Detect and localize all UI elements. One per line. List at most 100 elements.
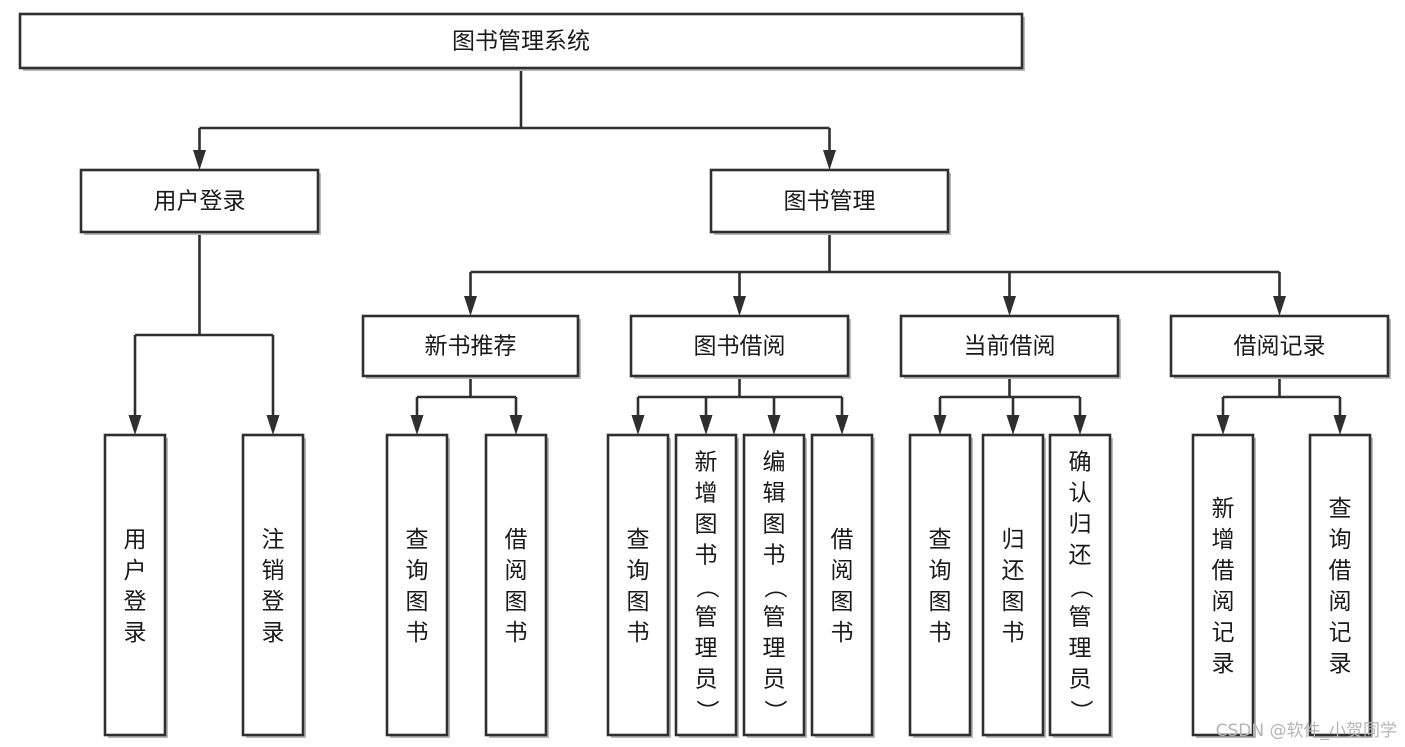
node-box[interactable] bbox=[674, 433, 738, 737]
node-label-char: 理 bbox=[763, 636, 786, 662]
node-label-char: 增 bbox=[1212, 527, 1235, 553]
node-box[interactable] bbox=[899, 314, 1120, 378]
node-label-char: 阅 bbox=[505, 558, 528, 584]
node-label-char: 编 bbox=[763, 450, 786, 476]
node-label-char: 书 bbox=[406, 620, 429, 646]
node-box[interactable] bbox=[1308, 433, 1372, 737]
node-label-char: 归 bbox=[1069, 512, 1092, 538]
node-book-borrow[interactable]: 图书借阅 bbox=[629, 314, 851, 379]
edge-arrowhead bbox=[733, 296, 746, 316]
node-label-char: 书 bbox=[695, 543, 718, 569]
edge-arrowhead bbox=[835, 415, 849, 435]
node-box[interactable] bbox=[1191, 433, 1255, 737]
edge-arrowhead bbox=[193, 150, 206, 170]
node-root[interactable]: 图书管理系统 bbox=[18, 12, 1025, 71]
node-label-char: 图 bbox=[627, 589, 650, 615]
node-box[interactable] bbox=[981, 433, 1045, 737]
node-label-char: 阅 bbox=[1212, 589, 1235, 615]
node-label-char: 图 bbox=[831, 589, 854, 615]
node-label-char: 增 bbox=[695, 481, 718, 507]
node-book-manage[interactable]: 图书管理 bbox=[709, 168, 951, 235]
node-box[interactable] bbox=[241, 433, 305, 737]
node-current-borrow[interactable]: 当前借阅 bbox=[899, 314, 1121, 379]
node-label-char: 查 bbox=[1329, 496, 1352, 522]
edge-arrowhead bbox=[933, 415, 947, 435]
node-label-char: 登 bbox=[262, 589, 285, 615]
node-label-char: 借 bbox=[505, 527, 528, 553]
edge-arrowhead bbox=[1216, 415, 1230, 435]
node-leaf-user-login[interactable]: 用户登录 bbox=[103, 433, 168, 738]
node-borrow-record[interactable]: 借阅记录 bbox=[1169, 314, 1391, 379]
node-box[interactable] bbox=[1048, 433, 1112, 737]
node-label-char: 管 bbox=[1069, 605, 1092, 631]
node-label-char: 管 bbox=[695, 605, 718, 631]
node-label-char: 认 bbox=[1069, 481, 1092, 507]
edge-arrowhead bbox=[1073, 415, 1087, 435]
node-label-char: 借 bbox=[831, 527, 854, 553]
node-label-char: 阅 bbox=[831, 558, 854, 584]
node-user-login[interactable]: 用户登录 bbox=[79, 168, 321, 235]
node-label: 图书借阅 bbox=[694, 334, 786, 360]
node-label: 当前借阅 bbox=[964, 334, 1056, 360]
node-label-char: 借 bbox=[1329, 558, 1352, 584]
node-box[interactable] bbox=[484, 433, 548, 737]
node-label: 用户登录 bbox=[154, 189, 246, 215]
node-label-char: 询 bbox=[406, 558, 429, 584]
node-label-char: 理 bbox=[695, 636, 718, 662]
node-label-char: 书 bbox=[831, 620, 854, 646]
node-label-char: 理 bbox=[1069, 636, 1092, 662]
node-box[interactable] bbox=[385, 433, 449, 737]
node-label-char: 查 bbox=[929, 527, 952, 553]
node-box[interactable] bbox=[79, 168, 320, 234]
node-box[interactable] bbox=[18, 12, 1024, 70]
node-box[interactable] bbox=[1169, 314, 1390, 378]
node-label-char: 图 bbox=[1002, 589, 1025, 615]
node-label-char: 录 bbox=[1212, 651, 1235, 677]
node-box[interactable] bbox=[709, 168, 950, 234]
node-label-char: 新 bbox=[695, 450, 718, 476]
node-box[interactable] bbox=[810, 433, 874, 737]
node-label-char: 员 bbox=[763, 667, 786, 693]
node-label-char: 员 bbox=[695, 667, 718, 693]
node-box[interactable] bbox=[629, 314, 850, 378]
edge-arrowhead bbox=[509, 415, 523, 435]
node-box[interactable] bbox=[103, 433, 167, 737]
edge-arrowhead bbox=[823, 150, 836, 170]
edge-arrowhead bbox=[464, 296, 477, 316]
node-label-char: ） bbox=[762, 700, 788, 723]
node-label-char: 录 bbox=[1329, 651, 1352, 677]
node-label-char: 书 bbox=[505, 620, 528, 646]
edge-arrowhead bbox=[410, 415, 424, 435]
node-box[interactable] bbox=[908, 433, 972, 737]
edge-arrowhead bbox=[767, 415, 781, 435]
node-box[interactable] bbox=[606, 433, 670, 737]
edge-arrowhead bbox=[699, 415, 713, 435]
node-box[interactable] bbox=[742, 433, 806, 737]
node-label-char: 录 bbox=[124, 620, 147, 646]
node-label-char: 辑 bbox=[763, 481, 786, 507]
node-box[interactable] bbox=[361, 314, 580, 378]
node-label-char: 登 bbox=[124, 589, 147, 615]
edge-arrowhead bbox=[1273, 296, 1286, 316]
node-label-char: 询 bbox=[929, 558, 952, 584]
edge-arrowhead bbox=[1003, 296, 1016, 316]
node-label-char: 询 bbox=[627, 558, 650, 584]
node-label-char: 查 bbox=[627, 527, 650, 553]
node-label-char: ） bbox=[694, 700, 720, 723]
node-label-char: 记 bbox=[1212, 620, 1235, 646]
node-label-char: 书 bbox=[627, 620, 650, 646]
node-new-book-rec[interactable]: 新书推荐 bbox=[361, 314, 581, 379]
